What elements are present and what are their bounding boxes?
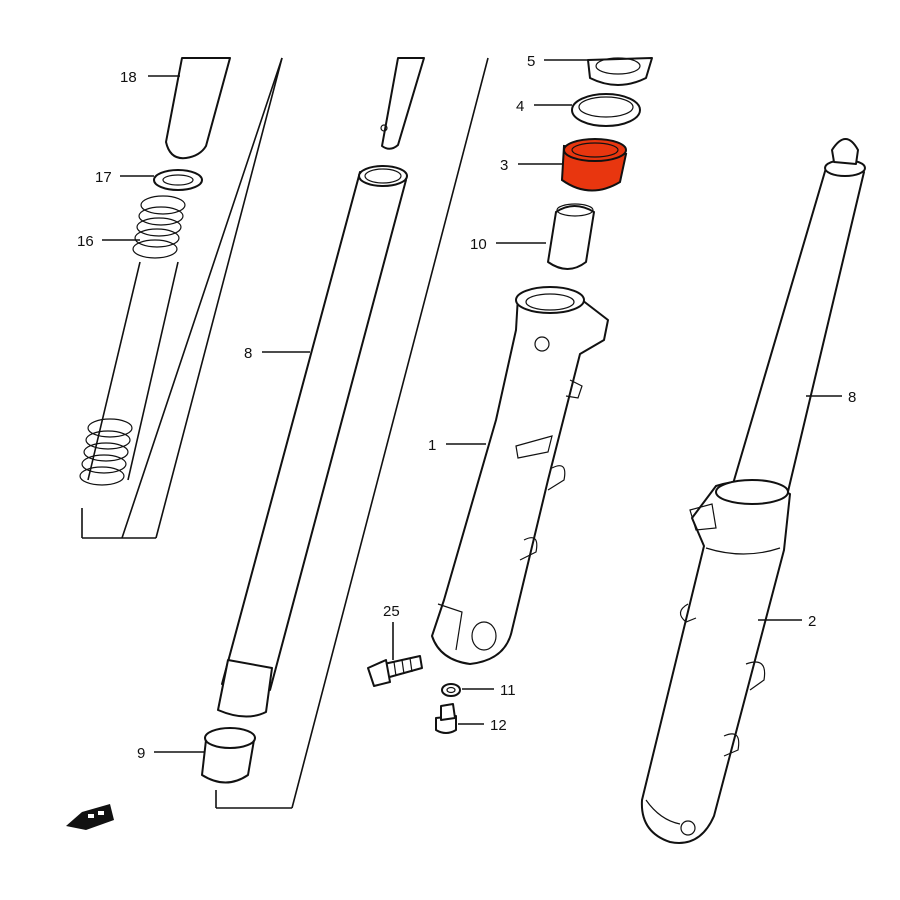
washer — [153, 169, 203, 191]
label-part-25: 25 — [383, 603, 400, 620]
inner-tube-left — [217, 57, 425, 718]
label-part-18: 18 — [120, 69, 137, 86]
outer-tube-left — [431, 286, 609, 665]
label-part-16: 16 — [77, 233, 94, 250]
group-outline-left — [81, 57, 283, 539]
label-part-11: 11 — [500, 682, 516, 699]
damper-rod — [165, 57, 231, 160]
fork-spring — [79, 195, 186, 486]
group-outline-middle — [215, 57, 489, 809]
oil-seal-retainer — [571, 93, 641, 127]
label-part-12: 12 — [490, 717, 507, 734]
label-part-4: 4 — [516, 98, 524, 115]
drain-screw — [435, 703, 457, 734]
label-part-5: 5 — [527, 53, 535, 70]
inner-tube-right — [729, 138, 866, 501]
label-part-8-right: 8 — [848, 389, 856, 406]
label-part-17: 17 — [95, 169, 112, 186]
label-part-10: 10 — [470, 236, 487, 253]
oil-lock-piece — [547, 203, 595, 270]
label-part-3: 3 — [500, 157, 508, 174]
drain-washer — [441, 683, 461, 697]
oil-seal — [587, 57, 653, 86]
leader-lines — [102, 59, 842, 753]
slide-bushing — [201, 727, 256, 784]
label-part-8-left: 8 — [244, 345, 252, 362]
axle-pinch-bolt — [367, 655, 423, 687]
guide-bushing-highlighted — [560, 138, 628, 192]
front-arrow-icon — [66, 804, 114, 830]
label-part-9: 9 — [137, 745, 145, 762]
label-part-1: 1 — [428, 437, 436, 454]
outer-tube-right — [640, 479, 791, 844]
part-labels: 18 17 16 8 9 5 4 3 10 1 25 11 12 8 2 — [77, 53, 856, 762]
label-part-2: 2 — [808, 613, 816, 630]
